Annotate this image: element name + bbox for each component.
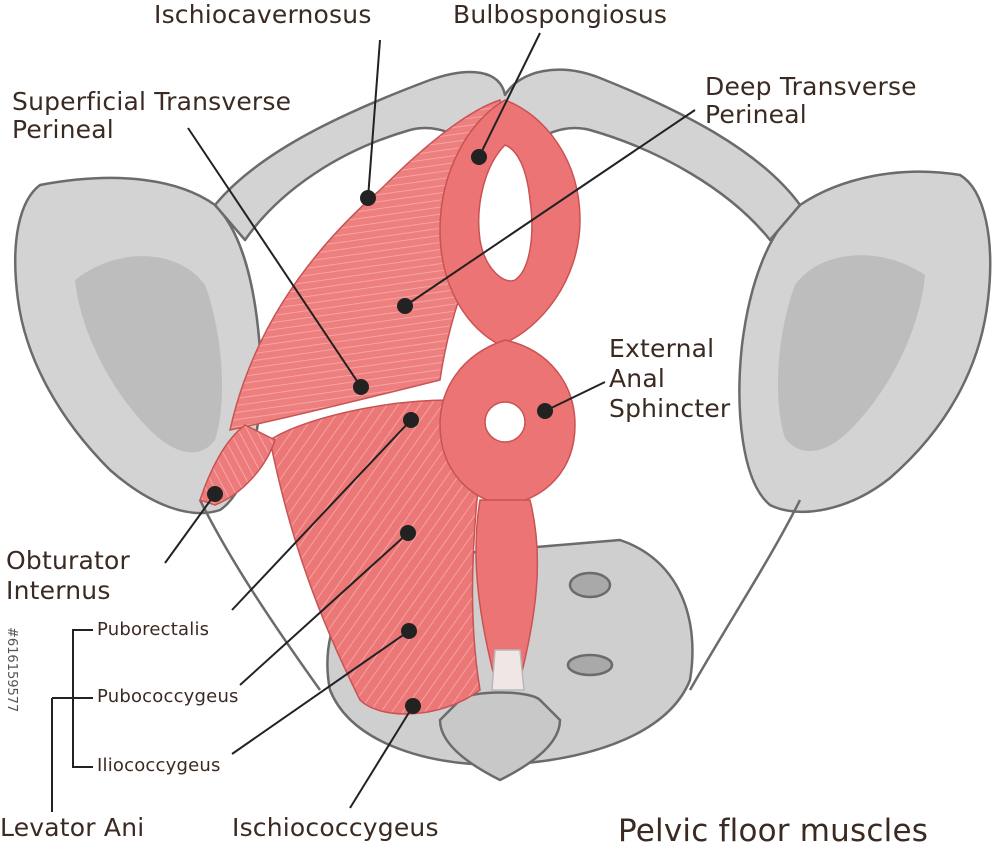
label-obturator-internus-line-1: Obturator <box>6 546 130 575</box>
label-ischiococcygeus: Ischiococcygeus <box>232 813 439 842</box>
label-obturator-internus-line-2: Internus <box>6 576 111 605</box>
obturator-internus-muscle <box>199 424 276 506</box>
dot-iliococcygeus <box>401 623 417 639</box>
anococcygeal-tendon <box>491 649 525 691</box>
label-levator-ani: Levator Ani <box>0 813 145 842</box>
label-external-anal-sphincter-line-2: Anal <box>609 364 666 393</box>
left-ilium-inner <box>75 256 223 453</box>
stock-id-watermark: #616159577 <box>4 627 19 713</box>
dot-external-anal-sphincter <box>537 403 553 419</box>
label-deep-transverse-perineal-line-1: Deep Transverse <box>705 72 917 101</box>
dot-bulbospongiosus <box>471 149 487 165</box>
dot-puborectalis <box>403 412 419 428</box>
dot-ischiocavernosus <box>360 190 376 206</box>
dot-superficial-transverse-perineal <box>353 379 369 395</box>
label-deep-transverse-perineal: Deep Transverse Perineal <box>705 73 917 129</box>
dot-pubococcygeus <box>400 525 416 541</box>
coccyx <box>438 691 562 782</box>
dot-ischiococcygeus <box>405 698 421 714</box>
label-obturator-internus: Obturator Internus <box>6 546 130 606</box>
right-ilium-inner <box>777 255 925 452</box>
label-pubococcygeus: Pubococcygeus <box>97 686 239 707</box>
figure-title: Pelvic floor muscles <box>618 813 929 849</box>
label-bulbospongiosus: Bulbospongiosus <box>453 0 668 29</box>
levator-ani-muscle <box>269 399 481 715</box>
sacral-foramen-2 <box>566 653 614 677</box>
label-superficial-transverse-perineal-line-1: Superficial Transverse <box>12 87 292 116</box>
label-deep-transverse-perineal-line-2: Perineal <box>705 100 807 129</box>
ischial-rim <box>198 499 802 691</box>
label-ischiocavernosus: Ischiocavernosus <box>154 0 372 29</box>
label-external-anal-sphincter-line-1: External <box>609 334 715 363</box>
label-superficial-transverse-perineal: Superficial Transverse Perineal <box>12 88 291 144</box>
anal-opening <box>484 401 526 443</box>
dot-obturator-internus <box>207 486 223 502</box>
label-iliococcygeus: Iliococcygeus <box>97 755 221 776</box>
label-external-anal-sphincter-line-3: Sphincter <box>609 394 731 423</box>
dot-deep-transverse-perineal <box>397 298 413 314</box>
leader-lines <box>51 32 696 812</box>
label-external-anal-sphincter: External Anal Sphincter <box>609 334 730 424</box>
label-superficial-transverse-perineal-line-2: Perineal <box>12 115 114 144</box>
marker-dots <box>207 149 553 714</box>
sacral-foramen <box>568 571 612 599</box>
label-puborectalis: Puborectalis <box>97 619 210 640</box>
